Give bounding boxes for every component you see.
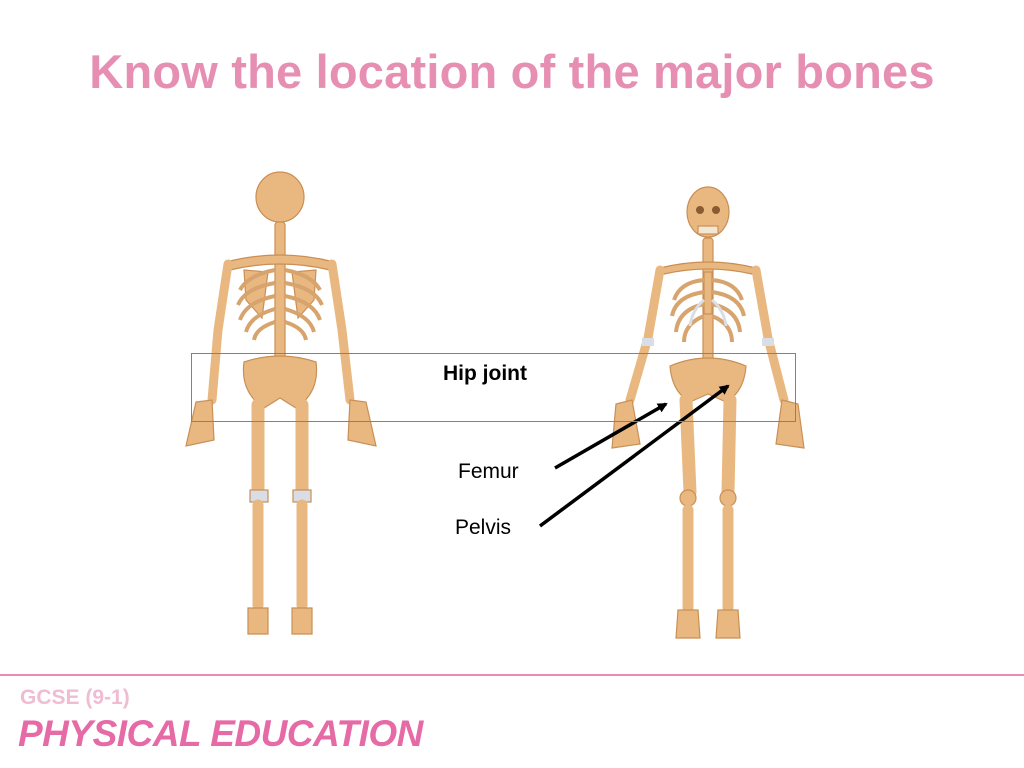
skeleton-posterior [185, 171, 377, 635]
femur-arrow [554, 402, 668, 470]
femur-label: Femur [458, 460, 519, 483]
skull-back [255, 171, 305, 223]
scapula-right [291, 269, 317, 320]
hip-joint-label: Hip joint [443, 362, 527, 385]
pelvis-back [242, 355, 318, 409]
pelvis-label: Pelvis [455, 516, 512, 539]
pelvis-arrow [538, 384, 730, 528]
skeleton-anterior [611, 186, 805, 639]
scapula-left [243, 269, 269, 320]
slide-title: Know the location of the major bones [89, 45, 935, 98]
subject-brand: PHYSICAL EDUCATION [18, 713, 423, 754]
course-level: GCSE (9-1) [20, 686, 130, 709]
skull-front [686, 186, 730, 238]
spine [274, 221, 286, 363]
footer-divider [0, 674, 1024, 676]
hip-joint-highlight-box [191, 353, 796, 422]
femur-front-right [721, 393, 737, 499]
